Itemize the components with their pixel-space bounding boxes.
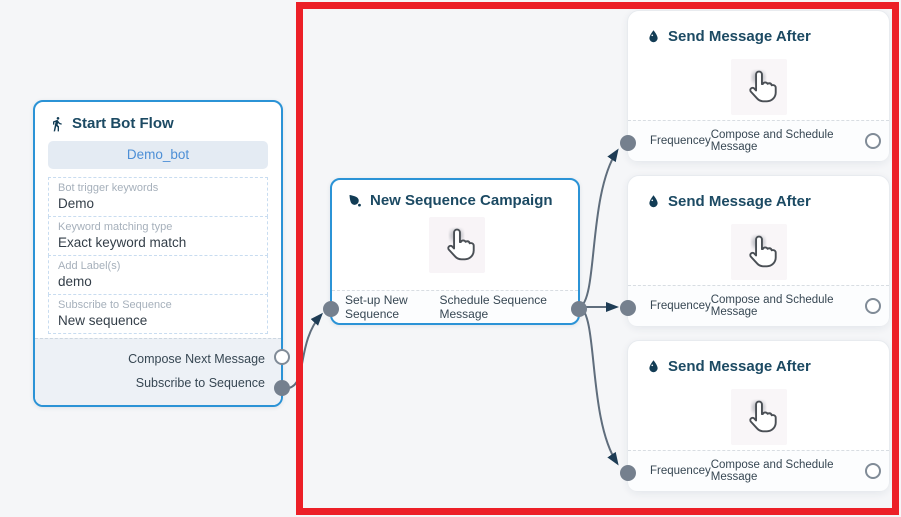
- field-list: Bot trigger keywords Demo Keyword matchi…: [48, 177, 268, 334]
- node-click-area[interactable]: [731, 59, 787, 115]
- walking-person-icon: [49, 116, 65, 132]
- field-bot-trigger-keywords[interactable]: Bot trigger keywords Demo: [48, 177, 268, 217]
- node-port-footer: Frequencey Compose and Schedule Message: [628, 120, 889, 161]
- field-label: Add Label(s): [58, 260, 121, 272]
- node-port-footer: Frequencey Compose and Schedule Message: [628, 285, 889, 326]
- node-click-area[interactable]: [429, 217, 485, 273]
- field-value: demo: [58, 274, 92, 289]
- connector-subscribe-to-sequence[interactable]: [274, 380, 290, 396]
- output-compose-and-schedule: Compose and Schedule Message: [710, 129, 834, 153]
- node-title-row: Start Bot Flow: [35, 102, 281, 139]
- field-subscribe-to-sequence[interactable]: Subscribe to Sequence New sequence: [48, 294, 268, 334]
- field-label: Keyword matching type: [58, 221, 173, 233]
- input-frequency: Frequencey: [650, 300, 711, 312]
- input-frequency: Frequencey: [650, 465, 711, 477]
- connector-set-up-new-sequence[interactable]: [323, 301, 339, 317]
- node-title-row: Send Message After: [628, 341, 889, 375]
- send-message-after-node-2[interactable]: Send Message After Frequencey Compose an…: [620, 175, 890, 327]
- node-title: Start Bot Flow: [72, 115, 174, 132]
- node-title: Send Message After: [668, 193, 811, 210]
- output-subscribe-to-sequence: Subscribe to Sequence: [135, 375, 265, 390]
- connector-frequency[interactable]: [620, 465, 636, 481]
- field-add-labels[interactable]: Add Label(s) demo: [48, 255, 268, 295]
- wire-schedule-to-send-1: [579, 148, 619, 308]
- connector-compose-and-schedule[interactable]: [865, 133, 881, 149]
- input-frequency: Frequencey: [650, 135, 711, 147]
- hand-cursor-icon: [447, 228, 475, 261]
- send-message-after-node-1[interactable]: Send Message After Frequencey Compose an…: [620, 10, 890, 162]
- node-title-row: Send Message After: [628, 176, 889, 210]
- field-value: New sequence: [58, 313, 148, 328]
- connector-schedule-sequence-message[interactable]: [571, 301, 587, 317]
- output-compose-next-message: Compose Next Message: [128, 352, 265, 367]
- node-title-row: Send Message After: [628, 11, 889, 45]
- start-bot-flow-node[interactable]: Start Bot Flow Demo_bot Bot trigger keyw…: [33, 100, 290, 407]
- connector-compose-next-message[interactable]: [274, 349, 290, 365]
- connector-compose-and-schedule[interactable]: [865, 298, 881, 314]
- send-message-after-node-3[interactable]: Send Message After Frequencey Compose an…: [620, 340, 890, 492]
- field-value: Demo: [58, 196, 95, 211]
- hand-cursor-icon: [749, 400, 777, 433]
- water-drop-icon: [646, 194, 661, 209]
- output-schedule-sequence-message: Schedule Sequence Message: [439, 293, 547, 321]
- node-click-area[interactable]: [731, 224, 787, 280]
- connector-frequency[interactable]: [620, 135, 636, 151]
- connector-frequency[interactable]: [620, 300, 636, 316]
- wire-schedule-to-send-3: [579, 306, 619, 466]
- node-title: Send Message After: [668, 28, 811, 45]
- water-drop-icon: [646, 359, 661, 374]
- node-output-footer: Compose Next Message Subscribe to Sequen…: [35, 338, 281, 405]
- bot-name-button[interactable]: Demo_bot: [48, 141, 268, 169]
- water-drop-icon: [646, 29, 661, 44]
- node-title: New Sequence Campaign: [370, 192, 553, 209]
- node-title-row: New Sequence Campaign: [332, 180, 578, 209]
- node-port-footer: Set-up New Sequence Schedule Sequence Me…: [332, 290, 578, 323]
- new-sequence-campaign-node[interactable]: New Sequence Campaign Set-up New Sequenc…: [323, 178, 587, 325]
- node-port-footer: Frequencey Compose and Schedule Message: [628, 450, 889, 491]
- input-set-up-new-sequence: Set-up New Sequence: [345, 293, 408, 321]
- ink-drop-icon: [346, 192, 363, 209]
- connector-compose-and-schedule[interactable]: [865, 463, 881, 479]
- node-click-area[interactable]: [731, 389, 787, 445]
- node-title: Send Message After: [668, 358, 811, 375]
- hand-cursor-icon: [749, 70, 777, 103]
- field-label: Subscribe to Sequence: [58, 299, 172, 311]
- hand-cursor-icon: [749, 235, 777, 268]
- field-value: Exact keyword match: [58, 235, 187, 250]
- output-compose-and-schedule: Compose and Schedule Message: [710, 294, 834, 318]
- field-label: Bot trigger keywords: [58, 182, 159, 194]
- output-compose-and-schedule: Compose and Schedule Message: [710, 459, 834, 483]
- field-keyword-matching-type[interactable]: Keyword matching type Exact keyword matc…: [48, 216, 268, 256]
